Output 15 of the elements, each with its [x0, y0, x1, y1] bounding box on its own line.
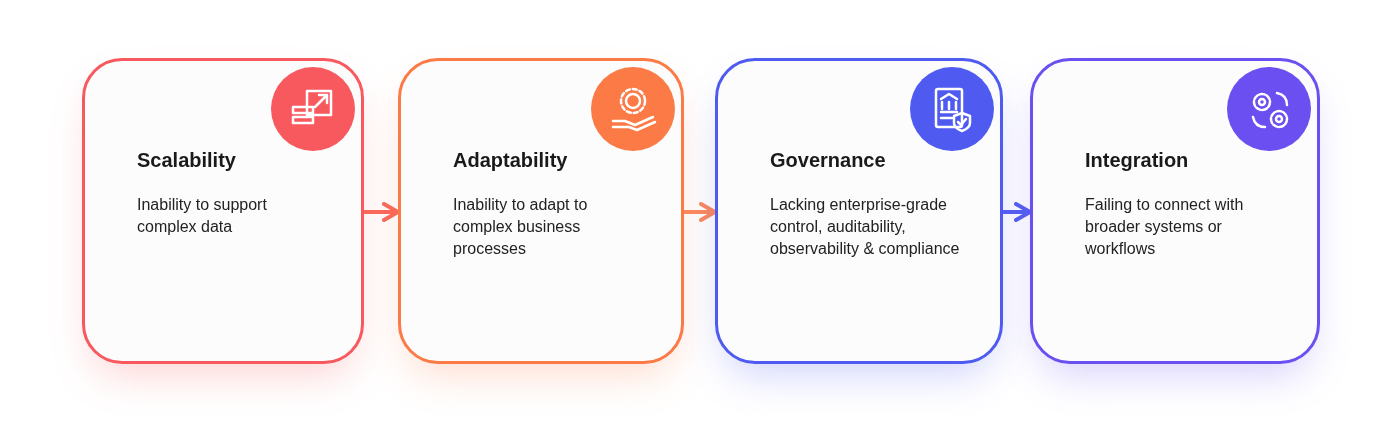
arrow [1001, 202, 1032, 222]
step-description: Lacking enterprise-grade control, auditability, observability & compliance [770, 195, 960, 259]
step-card [1030, 58, 1320, 364]
step-title: Governance [770, 149, 886, 172]
step-description: Failing to connect with broader systems or workflows [1085, 195, 1245, 259]
arrow [682, 202, 717, 222]
step-title: Scalability [137, 149, 236, 172]
step-card [715, 58, 1003, 364]
step-description: Inability to support complex data [137, 195, 268, 237]
arrow [362, 202, 400, 222]
step-title: Adaptability [453, 149, 568, 172]
step-title: Integration [1085, 149, 1189, 172]
step-card [398, 58, 684, 364]
step-description: Inability to adapt to complex business processes [453, 195, 589, 259]
step-card [82, 58, 364, 364]
